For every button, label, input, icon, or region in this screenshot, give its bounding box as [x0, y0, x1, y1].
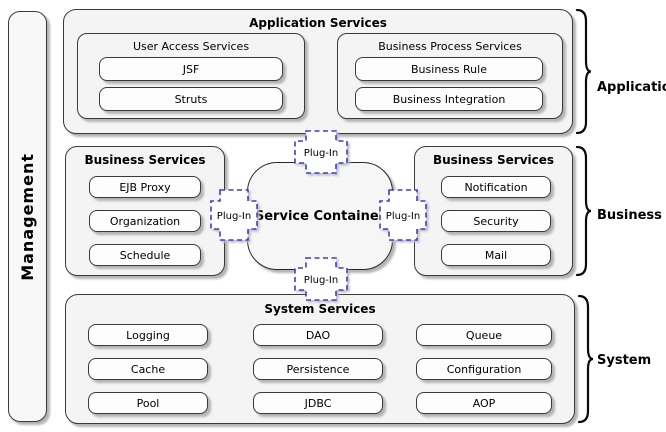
plugin-connector-right: Plug-In: [379, 189, 427, 241]
plugin-connector-left: Plug-In: [210, 189, 258, 241]
box-logging: Logging: [88, 324, 208, 346]
application-services-panel: Application Services User Access Service…: [63, 9, 573, 134]
management-bar: Management: [8, 11, 47, 422]
business-services-left-title: Business Services: [84, 153, 206, 167]
plugin-cross-icon: [294, 130, 348, 174]
box-schedule: Schedule: [89, 244, 201, 266]
business-services-right-title: Business Services: [432, 153, 555, 167]
box-security: Security: [441, 210, 551, 232]
application-layer-label: Application: [597, 80, 666, 95]
box-jsf: JSF: [99, 57, 283, 81]
user-access-services-title: User Access Services: [132, 40, 250, 53]
application-services-title: Application Services: [249, 16, 387, 30]
plugin-label: Plug-In: [304, 148, 338, 159]
system-services-panel: System Services Logging Cache Pool DAO P…: [65, 294, 575, 424]
system-services-title: System Services: [264, 302, 376, 316]
box-struts: Struts: [99, 87, 283, 111]
plugin-cross-icon: [379, 189, 427, 241]
application-brace-icon: [575, 9, 592, 134]
plugin-connector-top: Plug-In: [294, 130, 348, 174]
system-layer-label: System: [597, 353, 652, 368]
box-cache: Cache: [88, 358, 208, 380]
plugin-label: Plug-In: [217, 211, 251, 222]
plugin-label: Plug-In: [386, 211, 420, 222]
box-business-integration: Business Integration: [355, 87, 543, 111]
business-process-services-title: Business Process Services: [378, 40, 522, 53]
plugin-cross-icon: [210, 189, 258, 241]
service-container-title: Service Container: [254, 208, 386, 224]
business-services-left-box: Business Services EJB Proxy Organization…: [65, 146, 225, 276]
management-label: Management: [18, 152, 37, 281]
plugin-connector-bottom: Plug-In: [294, 257, 348, 301]
box-jdbc: JDBC: [253, 392, 383, 414]
box-pool: Pool: [88, 392, 208, 414]
box-configuration: Configuration: [416, 358, 552, 380]
box-organization: Organization: [89, 210, 201, 232]
business-layer-label: Business: [597, 208, 662, 223]
box-queue: Queue: [416, 324, 552, 346]
service-container: Service Container: [247, 162, 393, 270]
plugin-label: Plug-In: [304, 275, 338, 286]
box-notification: Notification: [441, 176, 551, 198]
business-brace-icon: [575, 146, 592, 276]
box-ejb-proxy: EJB Proxy: [89, 176, 201, 198]
user-access-services-box: User Access Services JSF Struts: [77, 33, 305, 119]
plugin-cross-icon: [294, 257, 348, 301]
box-business-rule: Business Rule: [355, 57, 543, 81]
business-services-right-box: Business Services Notification Security …: [414, 146, 573, 276]
box-persistence: Persistence: [253, 358, 383, 380]
box-dao: DAO: [253, 324, 383, 346]
system-brace-icon: [577, 295, 594, 423]
box-mail: Mail: [441, 244, 551, 266]
box-aop: AOP: [416, 392, 552, 414]
business-process-services-box: Business Process Services Business Rule …: [337, 33, 563, 119]
